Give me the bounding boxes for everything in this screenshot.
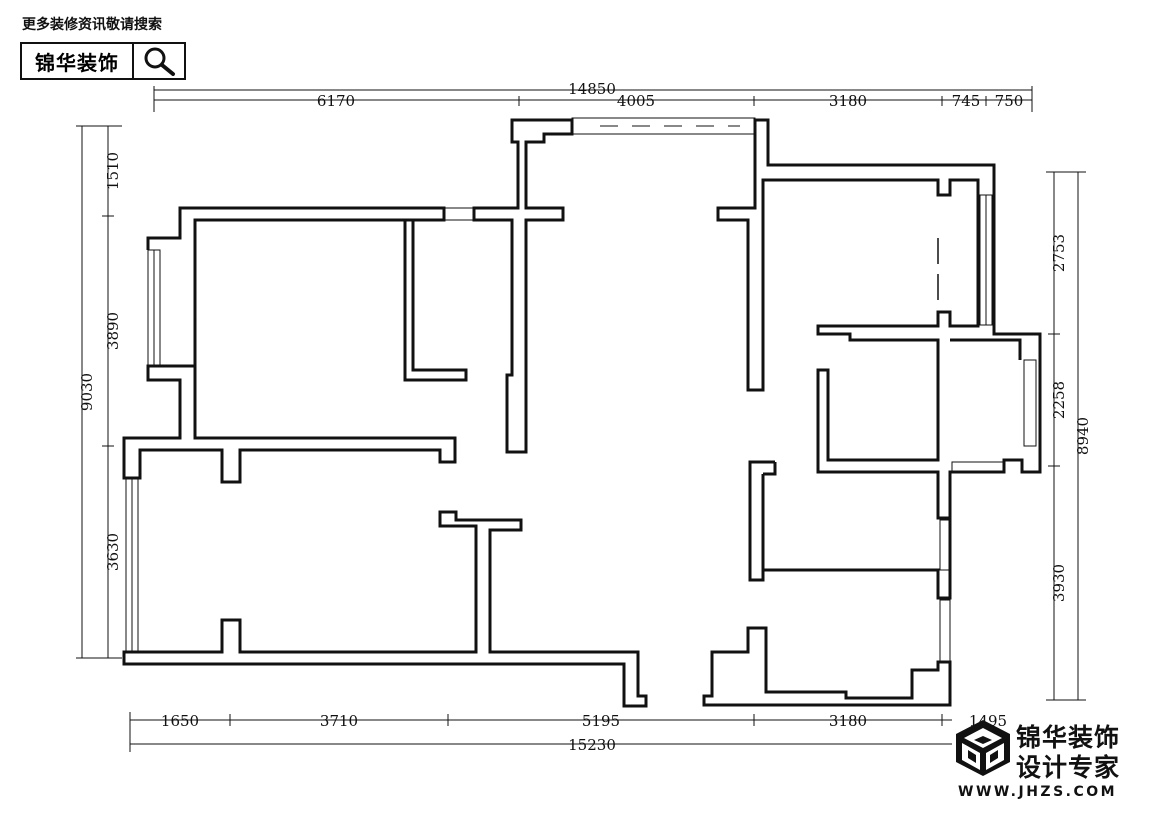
dim-bottom-4: 3180 <box>829 712 867 730</box>
dim-left-total: 9030 <box>78 373 96 411</box>
header-tagline: 更多装修资讯敬请搜索 <box>22 17 162 33</box>
dim-top-2: 4005 <box>617 92 655 110</box>
search-label: 锦华装饰 <box>22 44 134 78</box>
dim-right-3: 3930 <box>1050 564 1068 602</box>
window-top-center <box>571 117 756 135</box>
window-top-left-small <box>443 207 475 221</box>
search-box[interactable]: 锦华装饰 <box>20 42 186 80</box>
brand-slogan: 设计专家 <box>1016 753 1121 782</box>
wall-outlines <box>122 118 1042 708</box>
brand-name: 锦华装饰 <box>1016 723 1121 752</box>
dim-left-3: 3630 <box>104 533 122 571</box>
wall-lower-left <box>122 510 648 708</box>
dim-top-3: 3180 <box>829 92 867 110</box>
dim-right-total: 8940 <box>1074 417 1092 455</box>
wall-right-lower <box>748 460 952 600</box>
dim-left-1: 1510 <box>104 152 122 190</box>
dim-top-4: 745 <box>952 92 981 110</box>
door-markers <box>194 238 939 330</box>
dim-bottom-1: 1650 <box>161 712 199 730</box>
wall-right-bottom <box>702 626 952 707</box>
dim-top-1: 6170 <box>317 92 355 110</box>
window-right-lower-a <box>939 519 951 571</box>
wall-right-lower-notch <box>763 462 777 476</box>
brand-url[interactable]: WWW.JHZS.COM <box>958 784 1118 800</box>
dimension-lines <box>76 86 1086 752</box>
dim-bottom-3: 5195 <box>582 712 620 730</box>
wall-right-top <box>716 118 1042 520</box>
brand-watermark: 锦华装饰 设计专家 WWW.JHZS.COM <box>952 716 1152 816</box>
window-right-small <box>951 461 1005 473</box>
window-right-lower-b <box>939 599 951 663</box>
wall-right-mid <box>950 338 1022 360</box>
dim-bottom-total: 15230 <box>568 736 616 754</box>
magnifier-icon <box>144 47 175 76</box>
window-right-middle <box>1023 359 1037 447</box>
wall-center-top <box>472 118 574 454</box>
dim-bottom-2: 3710 <box>320 712 358 730</box>
dim-right-2: 2258 <box>1050 381 1068 419</box>
wall-closet-left <box>403 220 468 382</box>
dim-top-5: 750 <box>995 92 1024 110</box>
search-button[interactable] <box>134 44 184 78</box>
dim-right-1: 2753 <box>1050 234 1068 272</box>
dim-top-total: 14850 <box>568 80 616 98</box>
cube-logo-icon <box>956 720 1010 776</box>
dim-left-2: 3890 <box>104 312 122 350</box>
dimension-labels: 14850 6170 4005 3180 745 750 15230 1650 … <box>78 80 1092 754</box>
windows <box>125 117 1037 663</box>
